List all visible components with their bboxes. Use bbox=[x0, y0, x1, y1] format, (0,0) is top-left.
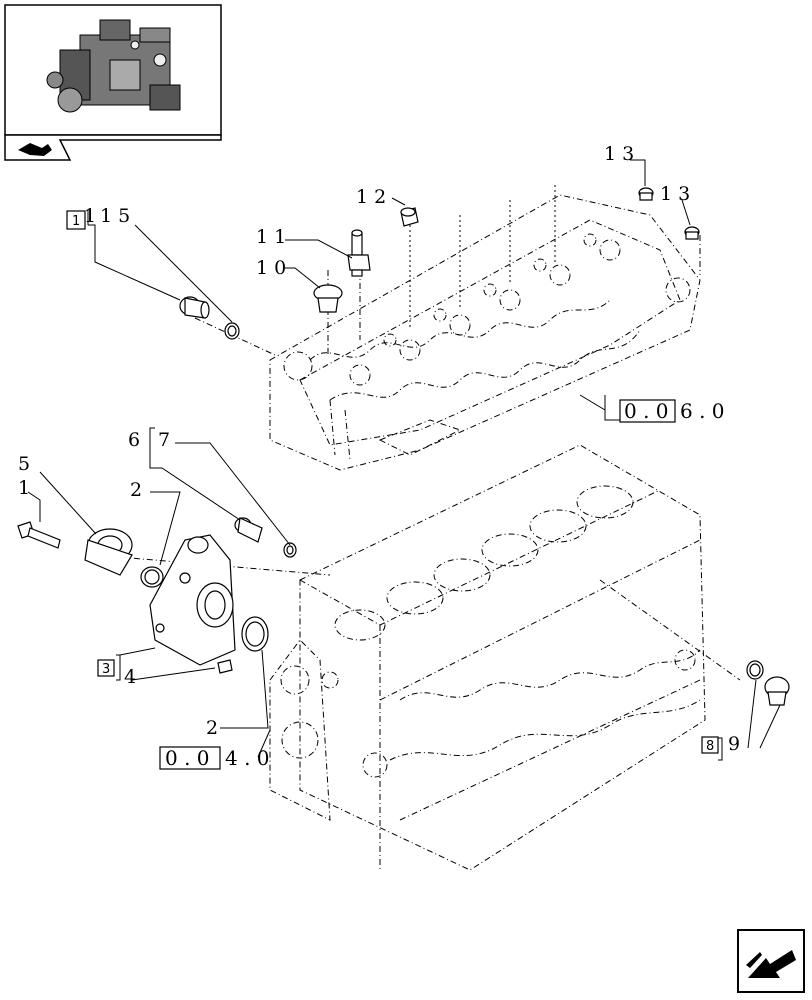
svg-text:0 . 0: 0 . 0 bbox=[624, 399, 669, 423]
svg-text:3: 3 bbox=[102, 662, 110, 677]
callout-11[interactable]: 1 1 bbox=[256, 226, 286, 248]
reference-0-06-0[interactable]: 0 . 0 6 . 0 bbox=[604, 395, 725, 423]
callout-1[interactable]: 1 bbox=[18, 477, 30, 499]
callout-15[interactable]: 1 5 bbox=[100, 205, 130, 227]
callout-7[interactable]: 7 bbox=[158, 429, 170, 451]
callout-5[interactable]: 5 bbox=[18, 453, 30, 475]
ring-2b bbox=[241, 616, 269, 652]
callout-9[interactable]: 9 bbox=[728, 733, 740, 755]
callout-2b[interactable]: 2 bbox=[206, 717, 218, 739]
housing-5 bbox=[84, 528, 133, 576]
thermostat-housing bbox=[149, 534, 236, 666]
plug-8 bbox=[764, 676, 790, 706]
svg-text:0 . 0: 0 . 0 bbox=[165, 746, 210, 770]
plug-13a bbox=[638, 187, 654, 201]
plug-10 bbox=[313, 284, 343, 313]
book-arrow-icon[interactable] bbox=[4, 134, 222, 161]
callout-13a[interactable]: 1 3 bbox=[604, 143, 634, 165]
plug-12 bbox=[400, 207, 419, 227]
svg-text:1: 1 bbox=[72, 214, 80, 229]
callout-14-digit[interactable]: 1 bbox=[84, 205, 96, 227]
svg-text:4 . 0: 4 . 0 bbox=[225, 746, 270, 770]
callout-10[interactable]: 1 0 bbox=[256, 257, 286, 279]
bolt-1 bbox=[17, 521, 61, 549]
plug-14 bbox=[179, 296, 210, 319]
callout-12[interactable]: 1 2 bbox=[356, 186, 386, 208]
boxed-1[interactable]: 1 bbox=[66, 210, 86, 230]
callout-2a[interactable]: 2 bbox=[130, 479, 142, 501]
leader-lines bbox=[27, 159, 781, 761]
ring-9 bbox=[746, 660, 764, 680]
sensor-11 bbox=[347, 229, 371, 277]
callout-13b[interactable]: 1 3 bbox=[660, 183, 690, 205]
plug-13b bbox=[684, 226, 700, 240]
next-page-arrow-icon[interactable] bbox=[737, 929, 805, 993]
reference-0-04-0[interactable]: 0 . 0 4 . 0 bbox=[159, 746, 270, 770]
callout-4[interactable]: 4 bbox=[124, 666, 136, 688]
boxed-8[interactable]: 8 bbox=[701, 736, 719, 754]
callout-6[interactable]: 6 bbox=[128, 429, 140, 451]
ring-2a bbox=[140, 566, 164, 588]
engine-thumbnail-icon[interactable] bbox=[4, 4, 222, 136]
svg-text:8: 8 bbox=[706, 739, 714, 754]
engine-block bbox=[269, 444, 706, 871]
svg-text:6 . 0: 6 . 0 bbox=[680, 399, 725, 423]
ring-15 bbox=[224, 322, 240, 340]
boxed-3[interactable]: 3 bbox=[97, 659, 115, 677]
ring-7 bbox=[283, 542, 297, 558]
plug-6 bbox=[234, 517, 263, 543]
cylinder-head bbox=[269, 185, 701, 471]
pin-4 bbox=[217, 659, 233, 674]
